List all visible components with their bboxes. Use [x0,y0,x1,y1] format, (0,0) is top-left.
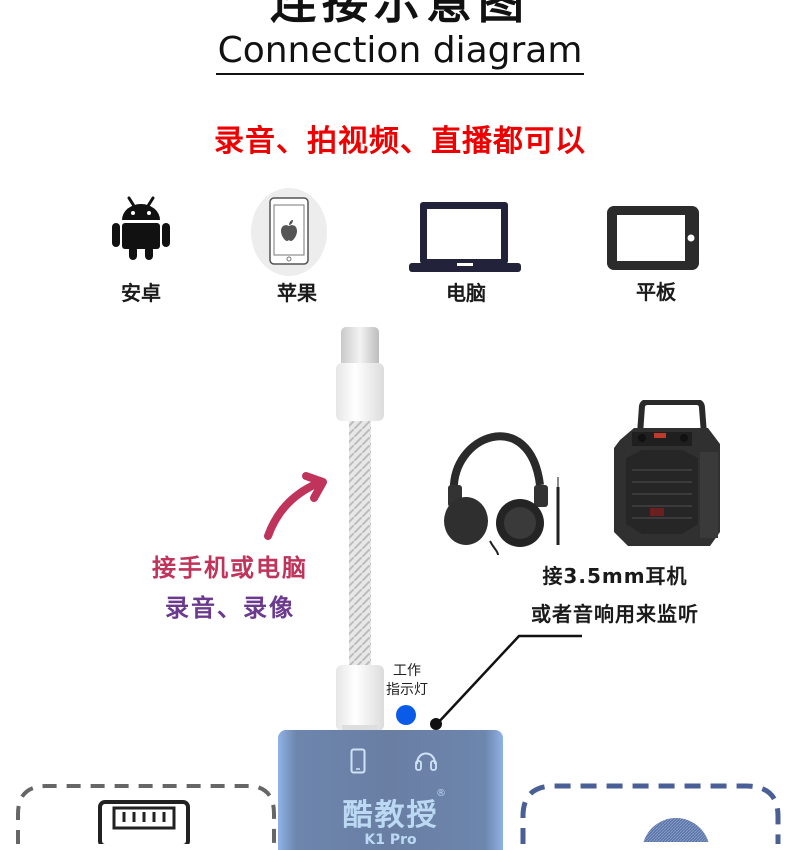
headphones-icon [440,415,570,559]
phone-port-icon [350,748,366,778]
monitor-note-line1: 接3.5mm耳机 [542,564,688,588]
leader-line [425,630,585,734]
monitor-note-line2: 或者音响用来监听 [531,602,699,626]
android-icon [110,196,172,266]
sound-card-frame [16,784,278,848]
microphone-frame [520,782,782,848]
indicator-led [396,705,416,725]
sound-card-icon [98,800,190,848]
brand-name: 酷教授 [342,798,439,833]
microphone-icon [640,818,712,850]
tablet-icon [606,205,700,275]
usb-c-cable [330,325,390,749]
device-label-laptop: 电脑 [446,281,486,305]
indicator-label-line2: 指示灯 [386,682,428,698]
headphone-port-icon [413,748,439,776]
indicator-label-line1: 工作 [393,663,421,679]
cable-note-line2: 录音、录像 [165,594,295,622]
page-title-english-wrap: Connection diagram [0,30,800,75]
page-title-chinese: 连接示意图 [270,0,530,29]
apple-ipad-icon [250,186,328,280]
speaker-icon [612,399,722,559]
arrow-icon [260,470,340,554]
device-label-tablet: 平板 [636,280,676,304]
cable-note-line1: 接手机或电脑 [152,554,308,582]
tagline: 录音、拍视频、直播都可以 [214,124,586,159]
audio-interface-device [278,730,503,850]
registered-mark: ® [436,788,446,799]
laptop-icon [408,201,522,277]
device-label-android: 安卓 [121,281,161,305]
model-name: K1 Pro [364,832,417,848]
device-label-apple: 苹果 [277,281,317,305]
page-title-english: Connection diagram [215,30,585,75]
